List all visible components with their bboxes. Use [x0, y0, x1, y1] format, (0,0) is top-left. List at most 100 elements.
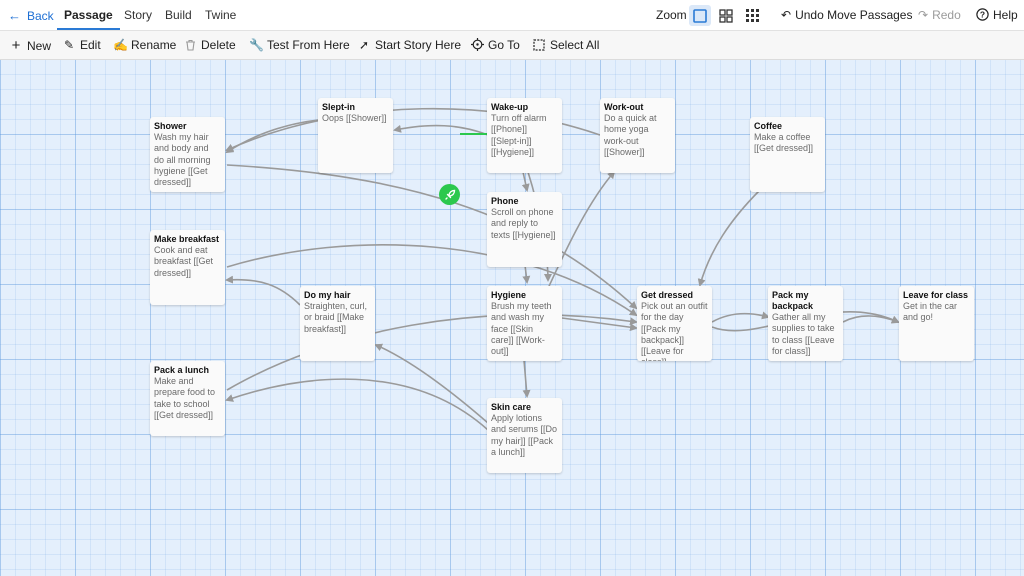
- passage-toolbar: +New ✎Edit ✍Rename Delete 🔧Test From Her…: [0, 31, 1024, 60]
- passage-excerpt: Apply lotions and serums [[Do my hair]] …: [491, 413, 558, 457]
- passage-excerpt: Wash my hair and body and do all morning…: [154, 132, 211, 188]
- passage-excerpt: Make and prepare food to take to school …: [154, 376, 216, 420]
- passage-excerpt: Make a coffee [[Get dressed]]: [754, 132, 814, 154]
- passage-card-pack-a-lunch[interactable]: Pack a lunch Make and prepare food to ta…: [150, 361, 225, 436]
- start-story-here-button[interactable]: ➚Start Story Here: [357, 31, 461, 60]
- test-label: Test From Here: [267, 38, 350, 52]
- undo-button[interactable]: ↶Undo Move Passages: [781, 0, 912, 31]
- undo-icon: ↶: [781, 8, 792, 22]
- passage-excerpt: Straighten, curl, or braid [[Make breakf…: [304, 301, 368, 334]
- passage-card-pack-my-backpack[interactable]: Pack my backpack Gather all my supplies …: [768, 286, 843, 361]
- passage-title: Phone: [491, 196, 519, 206]
- link-hygiene-to-workout: [544, 170, 616, 296]
- passage-card-hygiene[interactable]: Hygiene Brush my teeth and wash my face …: [487, 286, 562, 361]
- passage-title: Pack my backpack: [772, 290, 814, 311]
- edit-button[interactable]: ✎Edit: [62, 31, 101, 60]
- top-bar: ← Back Passage Story Build Twine Zoom ↶Un…: [0, 0, 1024, 31]
- passage-title: Slept-in: [322, 102, 355, 112]
- passage-title: Skin care: [491, 402, 532, 412]
- passage-excerpt: Brush my teeth and wash my face [[Skin c…: [491, 301, 552, 357]
- passage-excerpt: Do a quick at home yoga work-out [[Showe…: [604, 113, 657, 157]
- help-icon: ?: [976, 8, 989, 21]
- passage-card-phone[interactable]: Phone Scroll on phone and reply to texts…: [487, 192, 562, 267]
- test-from-here-button[interactable]: 🔧Test From Here: [249, 31, 350, 60]
- tab-build[interactable]: Build: [165, 8, 192, 22]
- passage-card-wake-up[interactable]: Wake-up Turn off alarm [[Phone]] [[Slept…: [487, 98, 562, 173]
- passage-card-make-breakfast[interactable]: Make breakfast Cook and eat breakfast [[…: [150, 230, 225, 305]
- passage-title: Work-out: [604, 102, 644, 112]
- tab-twine[interactable]: Twine: [205, 8, 237, 22]
- rename-button[interactable]: ✍Rename: [113, 31, 176, 60]
- link-make-breakfast-to-get-dressed: [226, 244, 638, 317]
- delete-label: Delete: [201, 38, 236, 52]
- link-shower-to-get-dressed: [226, 164, 638, 310]
- crosshair-icon: [471, 38, 484, 51]
- passage-card-get-dressed[interactable]: Get dressed Pick out an outfit for the d…: [637, 286, 712, 361]
- passage-card-coffee[interactable]: Coffee Make a coffee [[Get dressed]]: [750, 117, 825, 192]
- back-button[interactable]: ← Back: [8, 0, 54, 30]
- link-wake-up-to-slept-in: [393, 124, 489, 136]
- passage-title: Do my hair: [304, 290, 351, 300]
- go-to-button[interactable]: Go To: [471, 31, 520, 60]
- rename-icon: ✍: [113, 38, 128, 52]
- grid-four-icon: [719, 8, 733, 23]
- passage-card-leave-for-class[interactable]: Leave for class Get in the car and go!: [899, 286, 974, 361]
- help-button[interactable]: ? Help: [976, 0, 1018, 31]
- link-hygiene-to-skin-care: [522, 359, 531, 398]
- trash-icon: [186, 39, 195, 51]
- link-skin-care-to-do-my-hair: [374, 343, 489, 424]
- story-map-canvas[interactable]: Shower Wash my hair and body and do all …: [0, 60, 1024, 576]
- passage-excerpt: Turn off alarm [[Phone]] [[Slept-in]] [[…: [491, 113, 547, 157]
- passage-card-skin-care[interactable]: Skin care Apply lotions and serums [[Do …: [487, 398, 562, 473]
- passage-title: Make breakfast: [154, 234, 220, 244]
- select-all-button[interactable]: Select All: [533, 31, 599, 60]
- redo-label: Redo: [932, 8, 961, 22]
- zoom-30-button[interactable]: [741, 5, 763, 26]
- start-label: Start Story Here: [375, 38, 462, 52]
- new-label: New: [27, 39, 52, 53]
- passage-title: Get dressed: [641, 290, 694, 300]
- help-label: Help: [993, 8, 1018, 22]
- tab-story[interactable]: Story: [124, 8, 153, 22]
- select-all-label: Select All: [550, 38, 600, 52]
- tab-passage[interactable]: Passage: [57, 0, 120, 30]
- zoom-60-button[interactable]: [715, 5, 737, 26]
- link-get-dressed-to-pack-backpack: [711, 311, 770, 323]
- link-coffee-to-get-dressed: [697, 189, 761, 287]
- passage-title: Wake-up: [491, 102, 529, 112]
- delete-button[interactable]: Delete: [185, 31, 236, 60]
- undo-label: Undo Move Passages: [795, 8, 913, 22]
- link-backpack-to-leave: [842, 315, 900, 324]
- rocket-icon: [444, 189, 455, 200]
- wrench-icon: 🔧: [249, 38, 264, 52]
- pencil-icon: ✎: [63, 38, 75, 52]
- redo-icon: ↷: [918, 8, 929, 22]
- passage-title: Hygiene: [491, 290, 527, 300]
- passage-title: Shower: [154, 121, 187, 131]
- arrow-left-icon: ←: [8, 8, 21, 23]
- passage-card-slept-in[interactable]: Slept-in Oops [[Shower]]: [318, 98, 393, 173]
- passage-connections: [225, 107, 900, 431]
- link-phone-to-hygiene: [522, 264, 531, 284]
- passage-excerpt: Gather all my supplies to take to class …: [772, 312, 835, 356]
- passage-excerpt: Scroll on phone and reply to texts [[Hyg…: [491, 207, 556, 240]
- passage-excerpt: Pick out an outfit for the day [[Pack my…: [641, 301, 708, 361]
- new-button[interactable]: +New: [9, 31, 51, 60]
- link-do-my-hair-to-make-breakfast: [225, 275, 301, 306]
- square-icon: [693, 8, 707, 23]
- zoom-label: Zoom: [656, 8, 687, 22]
- passage-excerpt: Cook and eat breakfast [[Get dressed]]: [154, 245, 214, 278]
- back-label: Back: [27, 9, 54, 23]
- select-all-icon: [533, 39, 545, 51]
- passage-excerpt: Get in the car and go!: [903, 301, 958, 323]
- passage-excerpt: Oops [[Shower]]: [322, 113, 387, 123]
- passage-card-shower[interactable]: Shower Wash my hair and body and do all …: [150, 117, 225, 192]
- redo-button[interactable]: ↷Redo: [918, 0, 961, 31]
- zoom-100-button[interactable]: [689, 5, 711, 26]
- passage-card-do-my-hair[interactable]: Do my hair Straighten, curl, or braid [[…: [300, 286, 375, 361]
- passage-title: Coffee: [754, 121, 783, 131]
- passage-card-work-out[interactable]: Work-out Do a quick at home yoga work-ou…: [600, 98, 675, 173]
- passage-title: Leave for class: [903, 290, 969, 300]
- link-wake-up-to-phone: [521, 171, 530, 192]
- passage-title: Pack a lunch: [154, 365, 210, 375]
